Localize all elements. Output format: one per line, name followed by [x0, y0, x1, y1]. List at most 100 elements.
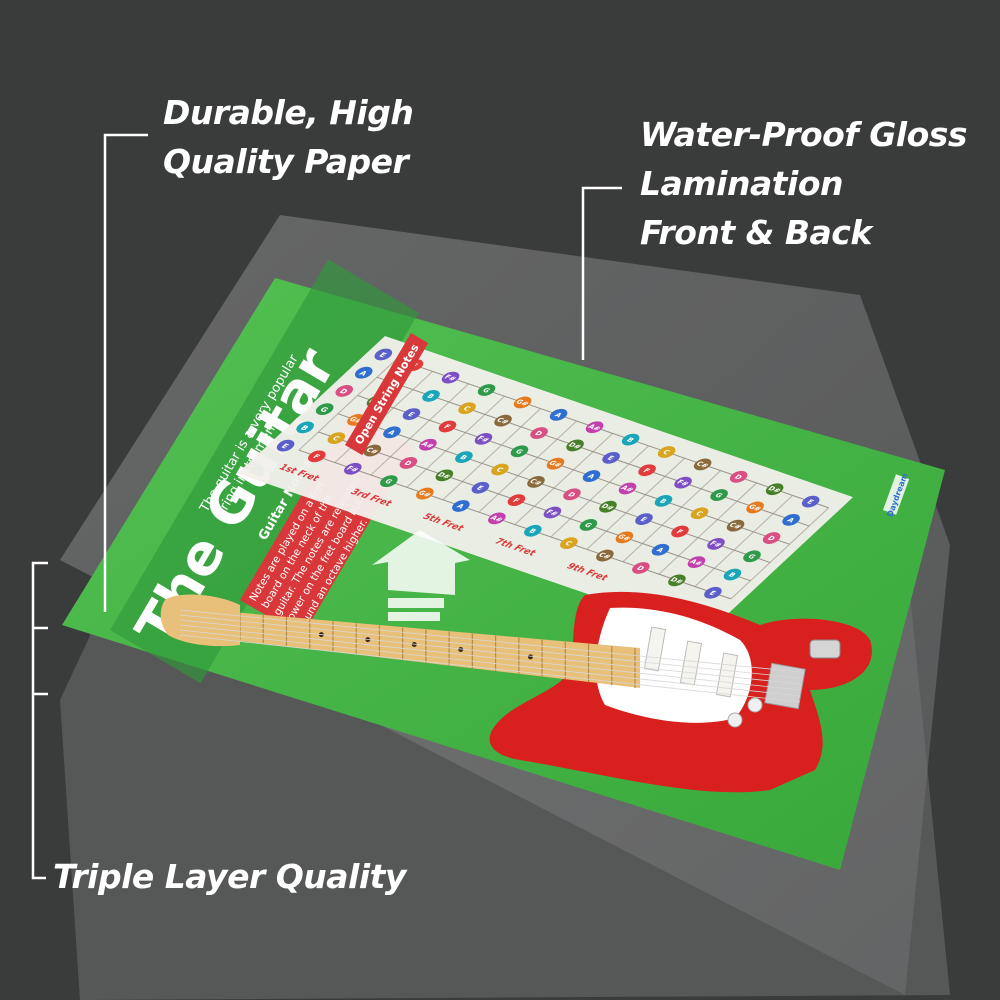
note-dot-label: F# — [708, 540, 724, 549]
note-dot-label: B — [727, 571, 738, 578]
open-string-dot — [315, 403, 334, 416]
fret-line — [370, 383, 470, 476]
note-dot — [327, 432, 346, 445]
note-dot-label: C# — [495, 417, 511, 426]
note-dot — [710, 489, 728, 501]
callout-leaders — [31, 133, 622, 880]
note-dot-label: F — [311, 453, 322, 460]
note-dot-label: G# — [347, 416, 364, 425]
note-dot — [438, 420, 457, 433]
note-dot-label: F — [442, 423, 453, 430]
note-dot-label: G# — [514, 398, 531, 407]
note-dot — [560, 537, 578, 550]
note-dot — [399, 457, 418, 469]
note-dot — [549, 408, 568, 421]
poster: The Guitar The guitar is a very popular … — [62, 259, 945, 870]
note-dot — [602, 451, 620, 464]
fretboard-note-dots: EFF#GG#AA#BCC#DD#EAA#BCC#DD#EFF#GG#ADD#E… — [276, 348, 820, 599]
note-dot-label: G# — [416, 489, 433, 498]
note-dot-label: D — [566, 491, 578, 499]
note-dot-label: F# — [345, 465, 361, 474]
note-dot-label: B — [425, 393, 436, 400]
note-dot-label: A# — [488, 514, 504, 523]
note-dot — [452, 500, 470, 512]
guitar-headstock — [160, 594, 240, 647]
note-dot-label: E — [475, 485, 486, 492]
fret-line — [514, 433, 614, 525]
triple-layer-callout: Triple Layer Quality — [53, 852, 406, 901]
note-dot — [546, 457, 565, 470]
note-dot — [527, 476, 545, 488]
note-dot-label: C — [661, 449, 672, 456]
fretboard-grid — [298, 358, 830, 600]
note-dot — [507, 494, 526, 506]
note-dot — [308, 450, 326, 463]
note-dot — [615, 531, 634, 544]
guitar-bridge — [764, 662, 806, 710]
note-dot-label: G — [713, 492, 725, 500]
note-dot-label: C — [694, 510, 705, 517]
note-dot — [494, 414, 512, 427]
guitar-knob — [727, 712, 743, 728]
note-dot-label: F — [511, 497, 522, 504]
note-dot — [488, 512, 506, 525]
note-dot — [746, 501, 764, 514]
note-dot — [657, 446, 676, 458]
note-dot-label: G — [480, 387, 492, 395]
open-string-note: A — [357, 369, 369, 377]
guitar-strings — [179, 609, 801, 703]
note-dot — [651, 543, 670, 556]
note-dot — [674, 476, 692, 489]
note-dot-label: D# — [436, 471, 453, 480]
note-dot-label: D# — [566, 441, 583, 450]
note-dot — [638, 464, 656, 477]
note-dot — [455, 451, 473, 463]
note-dot — [530, 427, 548, 439]
note-dot — [422, 389, 440, 402]
note-dot-label: D — [402, 460, 414, 468]
note-dot — [419, 438, 437, 451]
open-string-note: B — [299, 424, 311, 432]
open-string-note: D — [337, 387, 349, 395]
note-dot — [510, 445, 529, 458]
up-arrow-icon — [372, 530, 470, 621]
note-dot-label: C — [331, 435, 342, 442]
note-dot-label: E — [638, 516, 649, 523]
open-string-note: E — [279, 442, 290, 450]
paper-leader-line — [103, 133, 148, 612]
note-dot — [513, 396, 532, 409]
note-dot-label: F# — [544, 509, 560, 518]
fretboard-chart: EFF#GG#AA#BCC#DD#EAA#BCC#DD#EFF#GG#ADD#E… — [237, 336, 854, 635]
guitar-string — [179, 629, 801, 697]
paper-callout-line: Durable, High — [163, 93, 414, 132]
note-dot — [435, 469, 454, 482]
note-dot — [524, 524, 542, 537]
guitar-pickup — [643, 626, 667, 672]
note-dot — [363, 444, 382, 457]
note-dot — [671, 525, 689, 538]
open-string-dot — [296, 421, 314, 434]
note-dot-label: A — [586, 473, 598, 481]
note-dot — [596, 549, 614, 562]
note-dot-label: D — [732, 474, 744, 482]
note-dot — [635, 513, 653, 525]
note-dot-label: D# — [766, 485, 783, 494]
string-line — [298, 449, 732, 600]
note-dot — [801, 495, 820, 508]
note-dot-label: C# — [727, 522, 743, 531]
note-dot-label: E — [707, 590, 718, 597]
note-dot — [762, 532, 781, 544]
note-dot — [704, 586, 722, 599]
note-dot-label: G — [383, 478, 395, 486]
note-dot-label: F# — [442, 374, 458, 383]
note-dot-label: E — [605, 455, 616, 462]
note-dot-label: G# — [547, 460, 564, 469]
note-dot — [491, 463, 509, 476]
open-string-dot — [354, 366, 373, 379]
note-dot-label: G — [746, 553, 758, 561]
note-dot — [765, 483, 784, 496]
note-dot — [477, 384, 496, 396]
note-dot-label: F# — [475, 435, 491, 444]
fret-line — [622, 470, 722, 562]
guitar-string — [179, 619, 801, 685]
